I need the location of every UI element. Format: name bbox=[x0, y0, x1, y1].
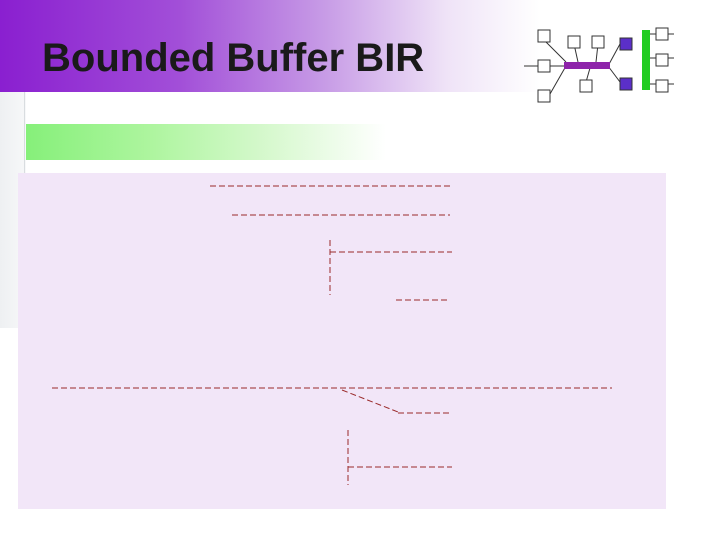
logo-node-7 bbox=[619, 37, 633, 51]
logo-node-3 bbox=[591, 35, 605, 49]
connector-diagonal bbox=[341, 389, 399, 413]
logo-node-4 bbox=[537, 59, 551, 73]
logo-node-9 bbox=[655, 27, 669, 41]
logo-node-1 bbox=[537, 29, 551, 43]
logo-node-2 bbox=[567, 35, 581, 49]
network-logo-icon bbox=[524, 27, 674, 103]
content-panel bbox=[18, 173, 666, 509]
logo-bus-bar bbox=[564, 62, 610, 69]
logo-node-10 bbox=[655, 53, 669, 67]
accent-bar bbox=[26, 124, 386, 160]
logo-node-5 bbox=[537, 89, 551, 103]
logo-node-6 bbox=[579, 79, 593, 93]
slide-title: Bounded Buffer BIR bbox=[42, 36, 425, 80]
logo-node-11 bbox=[655, 79, 669, 93]
logo-node-8 bbox=[619, 77, 633, 91]
logo-green-bar bbox=[642, 30, 650, 90]
